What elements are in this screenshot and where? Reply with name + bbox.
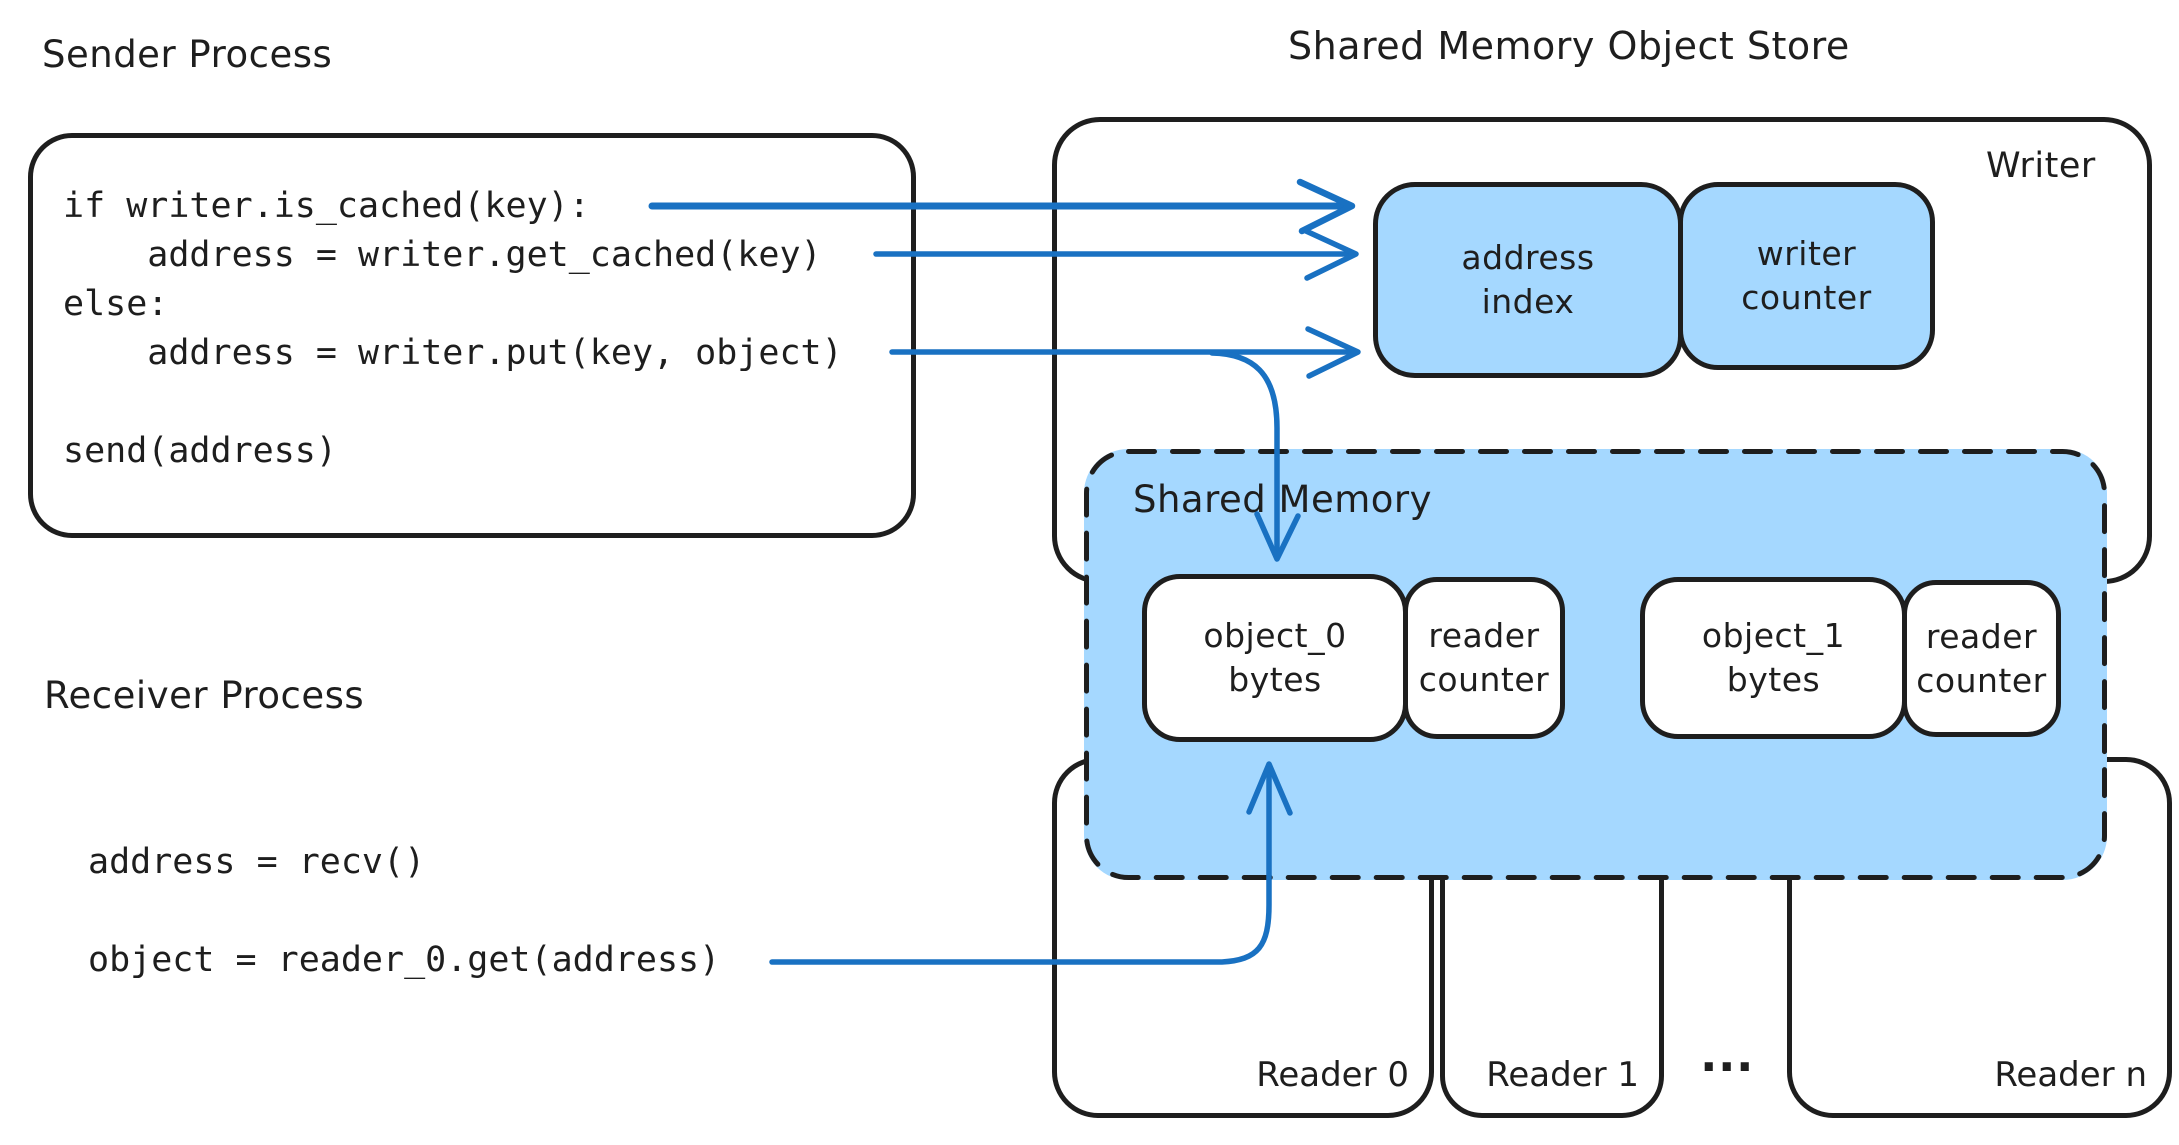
address-index-box: address index bbox=[1373, 182, 1683, 378]
readers-ellipsis: ... bbox=[1700, 1028, 1754, 1082]
sender-process-title: Sender Process bbox=[42, 33, 333, 76]
reader-0-label: Reader 0 bbox=[1256, 1055, 1409, 1095]
reader-counter-0-label: reader counter bbox=[1418, 616, 1550, 699]
reader-1-label: Reader 1 bbox=[1486, 1055, 1639, 1095]
sender-process-box bbox=[28, 133, 916, 538]
writer-label: Writer bbox=[1986, 146, 2096, 186]
reader-counter-1-box: reader counter bbox=[1902, 580, 2061, 737]
receiver-code: address = recv() object = reader_0.get(a… bbox=[88, 842, 721, 980]
store-title: Shared Memory Object Store bbox=[1288, 24, 1850, 68]
object-1-box: object_1 bytes bbox=[1640, 577, 1907, 739]
receiver-process-title: Receiver Process bbox=[44, 674, 365, 717]
shared-memory-label: Shared Memory bbox=[1133, 478, 1432, 521]
address-index-label: address index bbox=[1461, 238, 1595, 321]
object-0-box: object_0 bytes bbox=[1142, 574, 1408, 742]
writer-counter-box: writer counter bbox=[1678, 182, 1935, 370]
sender-code: if writer.is_cached(key): address = writ… bbox=[63, 186, 843, 471]
reader-n-label: Reader n bbox=[1994, 1055, 2147, 1095]
object-0-label: object_0 bytes bbox=[1203, 616, 1347, 699]
reader-counter-0-box: reader counter bbox=[1403, 577, 1565, 739]
object-1-label: object_1 bytes bbox=[1701, 616, 1846, 699]
reader-counter-1-label: reader counter bbox=[1916, 616, 2047, 700]
writer-counter-label: writer counter bbox=[1741, 234, 1872, 317]
